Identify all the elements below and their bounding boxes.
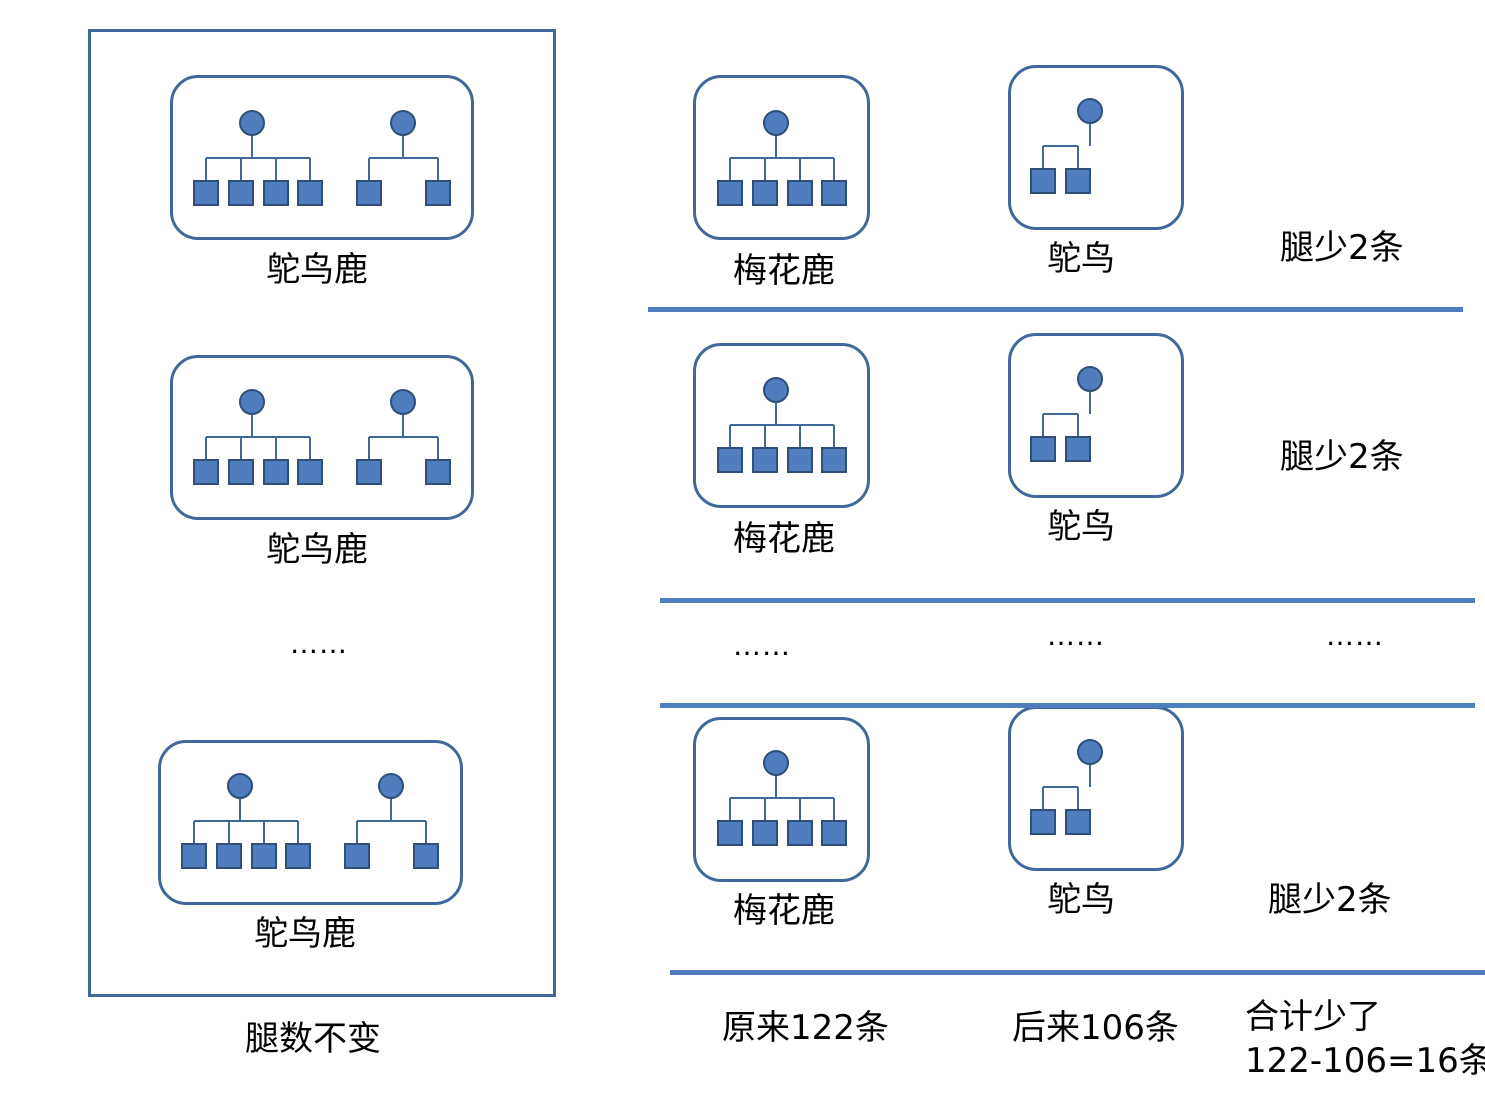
summary-before: 原来122条: [722, 1008, 889, 1048]
ostrich-foot-icon: [356, 459, 382, 485]
ostrich-label-1: 鸵鸟: [1047, 239, 1115, 279]
ostrich-foot-icon: [413, 843, 439, 869]
row-separator-3: [660, 703, 1475, 708]
deer-foot-icon: [787, 180, 813, 206]
ostrich-label-3: 鸵鸟: [1047, 880, 1115, 920]
ostrich-foot-icon: [1065, 809, 1091, 835]
row-separator-1: [648, 307, 1463, 312]
ellipsis-col1: ……: [733, 629, 791, 662]
deer-foot-icon: [717, 820, 743, 846]
deer-foot-icon: [717, 180, 743, 206]
deer-foot-icon: [752, 820, 778, 846]
summary-total-line1: 合计少了: [1245, 997, 1381, 1037]
row-separator-2: [660, 598, 1475, 603]
ostrich-head-icon: [1077, 366, 1103, 392]
deer-foot-icon: [717, 447, 743, 473]
ostrich-foot-icon: [425, 180, 451, 206]
ostrich-foot-icon: [344, 843, 370, 869]
deer-foot-icon: [181, 843, 207, 869]
summary-total-line2: 122-106=16条: [1245, 1041, 1485, 1081]
ostrich-head-icon: [1077, 98, 1103, 124]
ostrich-head-icon: [1077, 739, 1103, 765]
leg-note-2: 腿少2条: [1280, 437, 1404, 477]
leg-note-3: 腿少2条: [1268, 880, 1392, 920]
deer-foot-icon: [285, 843, 311, 869]
deer-foot-icon: [228, 180, 254, 206]
deer-foot-icon: [216, 843, 242, 869]
combo-card-3: [158, 740, 463, 905]
deer-card-3: [693, 717, 870, 882]
ostrich-head-icon: [390, 110, 416, 136]
ostrich-foot-icon: [1030, 809, 1056, 835]
left-panel-frame: [88, 29, 556, 997]
combo-label-2: 鸵鸟鹿: [266, 530, 368, 570]
ostrich-foot-icon: [1065, 168, 1091, 194]
deer-head-icon: [239, 389, 265, 415]
ostrich-foot-icon: [1030, 436, 1056, 462]
deer-foot-icon: [251, 843, 277, 869]
deer-head-icon: [763, 377, 789, 403]
left-ellipsis: ……: [290, 627, 348, 660]
ostrich-card-1: [1008, 65, 1184, 230]
ostrich-foot-icon: [425, 459, 451, 485]
deer-foot-icon: [821, 180, 847, 206]
ostrich-foot-icon: [1065, 436, 1091, 462]
deer-foot-icon: [787, 447, 813, 473]
deer-label-2: 梅花鹿: [733, 519, 835, 559]
deer-foot-icon: [821, 820, 847, 846]
deer-foot-icon: [821, 447, 847, 473]
leg-note-1: 腿少2条: [1280, 228, 1404, 268]
deer-head-icon: [239, 110, 265, 136]
deer-foot-icon: [263, 459, 289, 485]
deer-head-icon: [763, 750, 789, 776]
ostrich-foot-icon: [1030, 168, 1056, 194]
deer-foot-icon: [752, 180, 778, 206]
deer-foot-icon: [228, 459, 254, 485]
deer-foot-icon: [752, 447, 778, 473]
deer-foot-icon: [297, 180, 323, 206]
deer-foot-icon: [297, 459, 323, 485]
deer-label-3: 梅花鹿: [733, 891, 835, 931]
deer-foot-icon: [787, 820, 813, 846]
ostrich-label-2: 鸵鸟: [1047, 507, 1115, 547]
deer-label-1: 梅花鹿: [733, 251, 835, 291]
combo-label-3: 鸵鸟鹿: [254, 914, 356, 954]
ostrich-card-3: [1008, 706, 1184, 871]
deer-foot-icon: [263, 180, 289, 206]
ellipsis-col2: ……: [1047, 619, 1105, 652]
left-caption: 腿数不变: [245, 1019, 381, 1059]
row-separator-4: [670, 970, 1485, 975]
ostrich-card-2: [1008, 333, 1184, 498]
ostrich-head-icon: [378, 773, 404, 799]
summary-after: 后来106条: [1012, 1008, 1179, 1048]
deer-head-icon: [763, 110, 789, 136]
deer-head-icon: [227, 773, 253, 799]
ellipsis-col3: ……: [1326, 619, 1384, 652]
deer-foot-icon: [193, 459, 219, 485]
combo-label-1: 鸵鸟鹿: [266, 250, 368, 290]
ostrich-head-icon: [390, 389, 416, 415]
deer-foot-icon: [193, 180, 219, 206]
ostrich-foot-icon: [356, 180, 382, 206]
